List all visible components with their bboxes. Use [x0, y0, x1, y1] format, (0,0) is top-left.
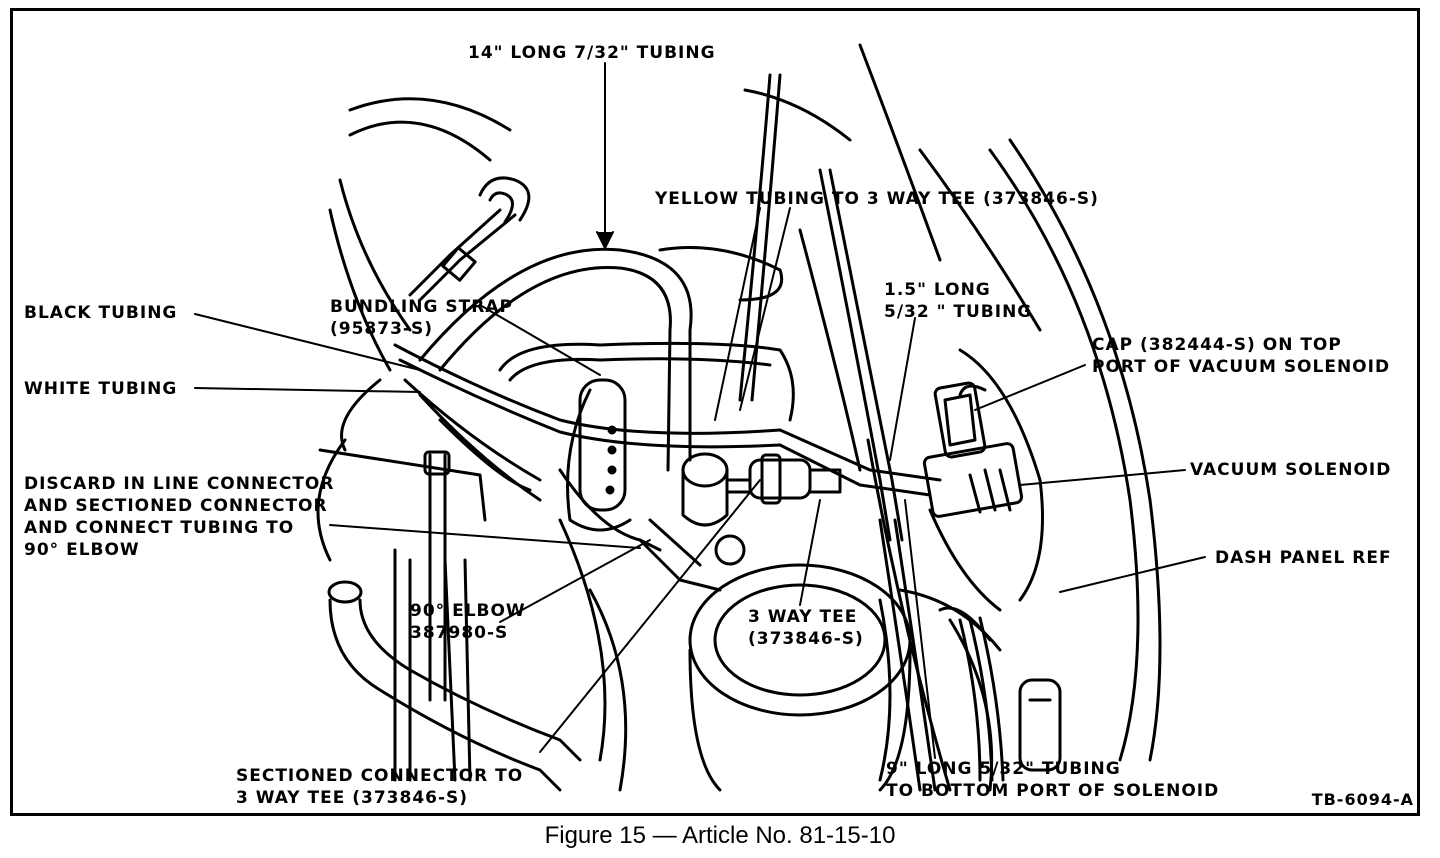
bundling-strap [558, 378, 662, 552]
left-hoses [318, 448, 582, 792]
label-yellow-tubing: YELLOW TUBING TO 3 WAY TEE (373846-S) [655, 189, 1099, 209]
label-cap: CAP (382444-S) ON TOP PORT OF VACUUM SOL… [1092, 334, 1390, 378]
label-dash-panel: DASH PANEL REF [1215, 548, 1392, 568]
drum-cover [688, 563, 912, 792]
label-bundling-strap: BUNDLING STRAP (95873-S) [330, 296, 513, 340]
label-9in-line2: TO BOTTOM PORT OF SOLENOID [886, 781, 1220, 801]
yellow-tubing [738, 73, 952, 792]
figure-caption: Figure 15 — Article No. 81-15-10 [544, 822, 896, 849]
vacuum-solenoid [922, 381, 1024, 612]
label-90-elbow-line2: 387980-S [410, 623, 509, 643]
label-9in-tubing: 9" LONG 5/32" TUBING TO BOTTOM PORT OF S… [886, 758, 1219, 802]
wiring-harness [938, 606, 1062, 782]
figure-frame [10, 8, 1420, 816]
drawing-code: TB-6094-A [1311, 790, 1414, 809]
label-1-5-long-line1: 1.5" LONG [884, 280, 991, 300]
label-1-5-long-line2: 5/32 " TUBING [884, 302, 1033, 322]
label-90-elbow-line1: 90° ELBOW [410, 601, 526, 621]
label-vacuum-solenoid: VACUUM SOLENOID [1190, 460, 1392, 480]
label-sectioned-connector: SECTIONED CONNECTOR TO 3 WAY TEE (373846… [236, 765, 523, 809]
leader-lines [194, 62, 1206, 759]
three-way-tee [638, 452, 842, 592]
label-sectioned-line1: SECTIONED CONNECTOR TO [236, 766, 524, 786]
label-9in-line1: 9" LONG 5/32" TUBING [886, 759, 1121, 779]
hook-tube [408, 176, 531, 302]
label-90-elbow: 90° ELBOW 387980-S [410, 600, 526, 644]
label-1-5-long-tubing: 1.5" LONG 5/32 " TUBING [884, 279, 1032, 323]
label-bundling-strap-line1: BUNDLING STRAP [330, 297, 513, 317]
label-white-tubing: WHITE TUBING [24, 379, 178, 399]
label-3-way-tee-line2: (373846-S) [748, 629, 864, 649]
label-discard-line2: AND SECTIONED CONNECTOR [24, 496, 328, 516]
label-discard-line1: DISCARD IN LINE CONNECTOR [24, 474, 335, 494]
label-sectioned-line2: 3 WAY TEE (373846-S) [236, 788, 469, 808]
label-discard-line3: AND CONNECT TUBING TO [24, 518, 295, 538]
label-3-way-tee: 3 WAY TEE (373846-S) [748, 606, 864, 650]
canister [498, 246, 795, 422]
tube-bundle [393, 343, 942, 502]
label-discard-line4: 90° ELBOW [24, 540, 140, 560]
tubing-loop [418, 247, 693, 472]
label-cap-line1: CAP (382444-S) ON TOP [1092, 335, 1342, 355]
label-14in-tubing: 14" LONG 7/32" TUBING [468, 43, 716, 63]
label-cap-line2: PORT OF VACUUM SOLENOID [1092, 357, 1391, 377]
label-bundling-strap-line2: (95873-S) [330, 319, 433, 339]
label-black-tubing: BLACK TUBING [24, 303, 178, 323]
label-3-way-tee-line1: 3 WAY TEE [748, 607, 858, 627]
label-discard: DISCARD IN LINE CONNECTOR AND SECTIONED … [24, 473, 334, 561]
